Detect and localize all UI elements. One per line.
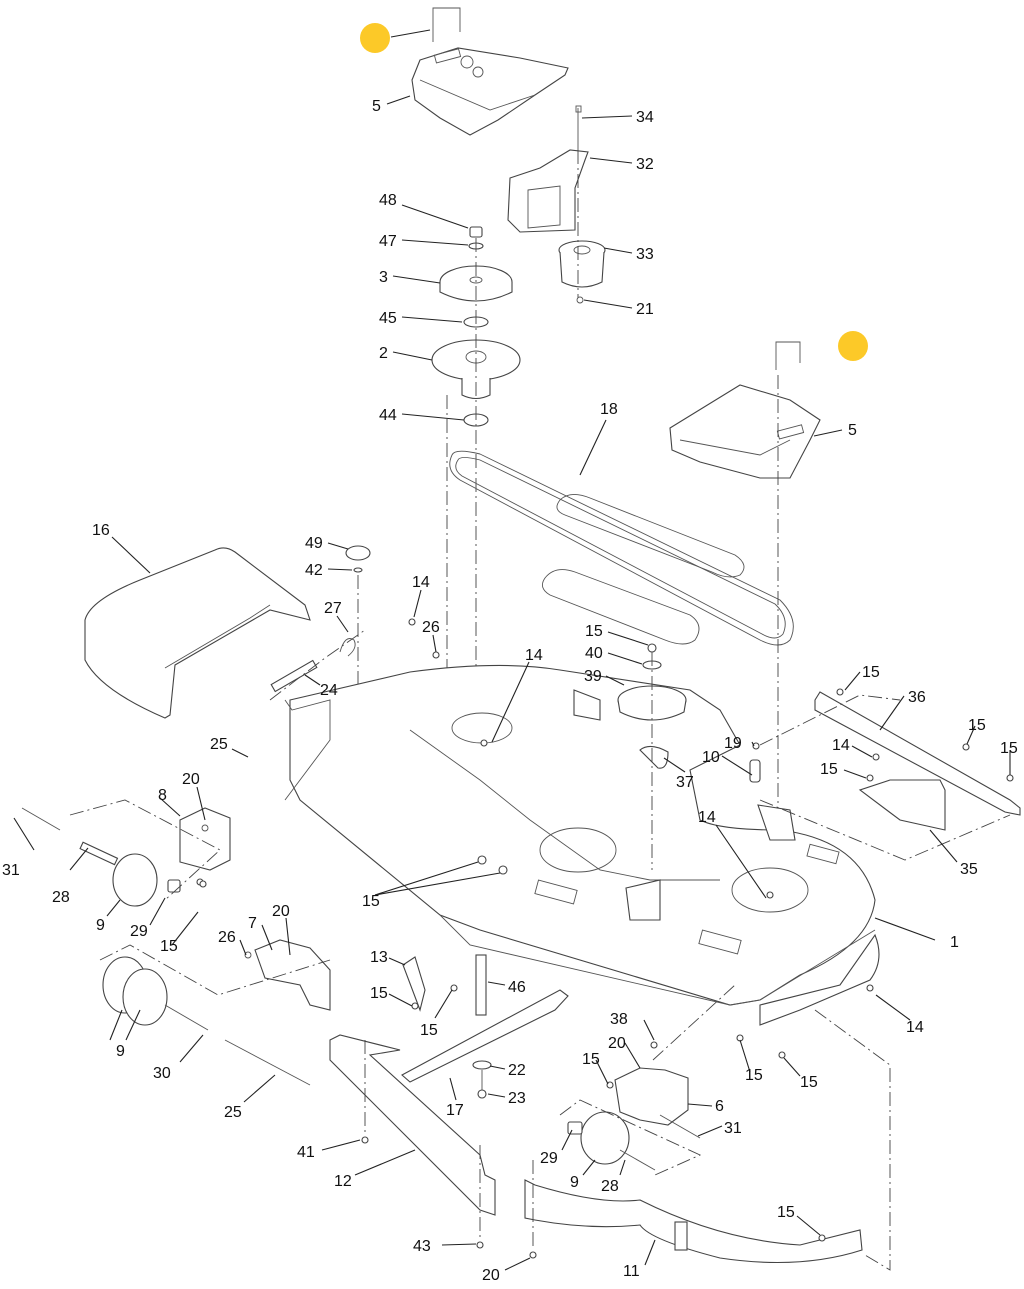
callout-label[interactable]: 15 <box>362 893 380 910</box>
callout-label[interactable]: 14 <box>698 809 716 826</box>
callout-label[interactable]: 28 <box>601 1178 619 1195</box>
callout-label[interactable]: 10 <box>702 749 720 766</box>
callout-label[interactable]: 31 <box>724 1120 742 1137</box>
callout-label[interactable]: 15 <box>820 761 838 778</box>
callout-leaders <box>13 29 1011 1271</box>
callout-label[interactable]: 27 <box>324 600 342 617</box>
highlight-marker[interactable] <box>360 23 390 53</box>
upper-belt-cover <box>411 7 569 136</box>
callout-label[interactable]: 14 <box>525 647 543 664</box>
callout-label[interactable]: 42 <box>305 562 323 579</box>
rear-left-wheel-assembly <box>99 939 331 1086</box>
callout-label[interactable]: 15 <box>420 1022 438 1039</box>
callout-label[interactable]: 15 <box>745 1067 763 1084</box>
left-wheel-bracket <box>21 799 231 907</box>
callout-label[interactable]: 12 <box>334 1173 352 1190</box>
mower-deck <box>284 664 880 1026</box>
callout-label[interactable]: 18 <box>600 401 618 418</box>
idler-arm-assembly <box>507 105 606 304</box>
callout-label[interactable]: 6 <box>715 1098 724 1115</box>
callout-label[interactable]: 29 <box>540 1150 558 1167</box>
u-bolt-icon <box>775 341 801 370</box>
callout-label[interactable]: 13 <box>370 949 388 966</box>
callout-label[interactable]: 15 <box>370 985 388 1002</box>
callout-label[interactable]: 17 <box>446 1102 464 1119</box>
callout-label[interactable]: 48 <box>379 192 397 209</box>
callout-label[interactable]: 32 <box>636 156 654 173</box>
callout-label[interactable]: 30 <box>153 1065 171 1082</box>
rail-and-guard <box>759 688 1021 861</box>
callout-label[interactable]: 24 <box>320 682 338 699</box>
callout-label[interactable]: 29 <box>130 923 148 940</box>
callout-label[interactable]: 3 <box>379 269 388 286</box>
callout-label[interactable]: 46 <box>508 979 526 996</box>
callout-label[interactable]: 37 <box>676 774 694 791</box>
callout-label[interactable]: 21 <box>636 301 654 318</box>
callout-label[interactable]: 14 <box>906 1019 924 1036</box>
callout-label[interactable]: 28 <box>52 889 70 906</box>
callout-label[interactable]: 15 <box>1000 740 1018 757</box>
callout-label[interactable]: 25 <box>210 736 228 753</box>
callout-label[interactable]: 15 <box>160 938 178 955</box>
callout-labels: 5 34 32 48 47 33 3 21 45 2 44 18 5 16 49… <box>2 98 1018 1284</box>
callout-label[interactable]: 15 <box>777 1204 795 1221</box>
callout-label[interactable]: 5 <box>848 422 857 439</box>
callout-label[interactable]: 15 <box>968 717 986 734</box>
callout-label[interactable]: 2 <box>379 345 388 362</box>
callout-label[interactable]: 15 <box>582 1051 600 1068</box>
callout-label[interactable]: 20 <box>608 1035 626 1052</box>
callout-label[interactable]: 34 <box>636 109 654 126</box>
bracket-10 <box>749 742 796 841</box>
callout-label[interactable]: 49 <box>305 535 323 552</box>
callout-label[interactable]: 33 <box>636 246 654 263</box>
callout-label[interactable]: 47 <box>379 233 397 250</box>
callout-label[interactable]: 20 <box>482 1267 500 1284</box>
callout-label[interactable]: 41 <box>297 1144 315 1161</box>
callout-label[interactable]: 35 <box>960 861 978 878</box>
callout-label[interactable]: 7 <box>248 915 257 932</box>
blade-assembly <box>401 954 569 1099</box>
callout-label[interactable]: 9 <box>116 1043 125 1060</box>
callout-label[interactable]: 19 <box>724 735 742 752</box>
discharge-deflector <box>84 547 366 719</box>
callout-label[interactable]: 44 <box>379 407 397 424</box>
callout-label[interactable]: 45 <box>379 310 397 327</box>
drive-belt <box>449 450 794 646</box>
callout-label[interactable]: 9 <box>570 1174 579 1191</box>
callout-label[interactable]: 39 <box>584 668 602 685</box>
callout-label[interactable]: 22 <box>508 1062 526 1079</box>
callout-label[interactable]: 25 <box>224 1104 242 1121</box>
callout-label[interactable]: 15 <box>862 664 880 681</box>
callout-label[interactable]: 43 <box>413 1238 431 1255</box>
u-bolt-icon <box>432 7 461 42</box>
callout-label[interactable]: 11 <box>623 1263 640 1280</box>
idler-pulley-assembly <box>617 643 687 870</box>
callout-label[interactable]: 26 <box>422 619 440 636</box>
callout-label[interactable]: 26 <box>218 929 236 946</box>
callout-label[interactable]: 1 <box>950 934 959 951</box>
callout-label[interactable]: 20 <box>272 903 290 920</box>
callout-label[interactable]: 15 <box>800 1074 818 1091</box>
callout-label[interactable]: 31 <box>2 862 20 879</box>
callout-label[interactable]: 15 <box>585 623 603 640</box>
callout-label[interactable]: 20 <box>182 771 200 788</box>
callout-label[interactable]: 14 <box>412 574 430 591</box>
rear-right-wheel-assembly <box>559 984 736 1176</box>
callout-label[interactable]: 9 <box>96 917 105 934</box>
highlight-marker[interactable] <box>838 331 868 361</box>
callout-label[interactable]: 23 <box>508 1090 526 1107</box>
skid-12 <box>329 1034 496 1249</box>
callout-label[interactable]: 38 <box>610 1011 628 1028</box>
callout-label[interactable]: 36 <box>908 689 926 706</box>
fasteners <box>199 618 874 1089</box>
callout-label[interactable]: 16 <box>92 522 110 539</box>
callout-label[interactable]: 14 <box>832 737 850 754</box>
callout-label[interactable]: 40 <box>585 645 603 662</box>
callout-label[interactable]: 5 <box>372 98 381 115</box>
callout-label[interactable]: 8 <box>158 787 167 804</box>
skid-11 <box>524 1009 891 1271</box>
